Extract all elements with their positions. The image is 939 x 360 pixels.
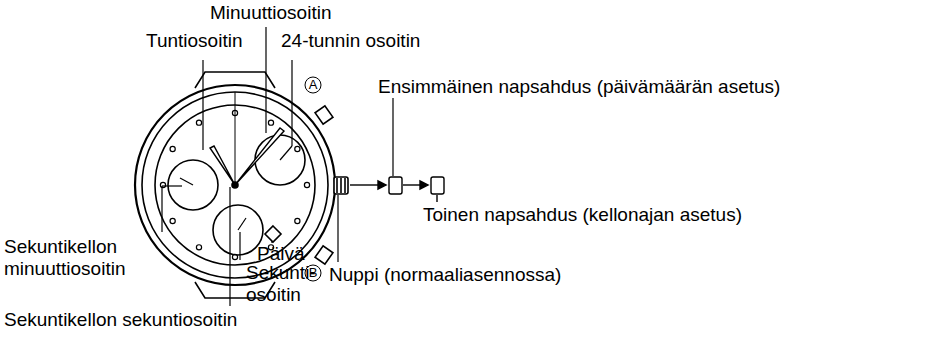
part-label: Tuntiosoitin: [146, 30, 242, 52]
part-label: Päivä: [257, 243, 305, 265]
part-label: 24-tunnin osoitin: [281, 30, 420, 52]
part-label: Sekuntikellon sekuntiosoitin: [4, 309, 237, 331]
part-label: Sekuntikellon minuuttiosoitin: [4, 236, 154, 280]
button-letter: A: [305, 77, 321, 93]
part-label: Toinen napsahdus (kellonajan asetus): [423, 204, 742, 226]
part-label: Minuuttiosoitin: [210, 2, 331, 24]
part-label: Ensimmäinen napsahdus (päivämäärän asetu…: [378, 76, 780, 98]
part-label: Sekunti- osoitin: [246, 262, 321, 306]
part-label: Nuppi (normaaliasennossa): [329, 264, 561, 286]
